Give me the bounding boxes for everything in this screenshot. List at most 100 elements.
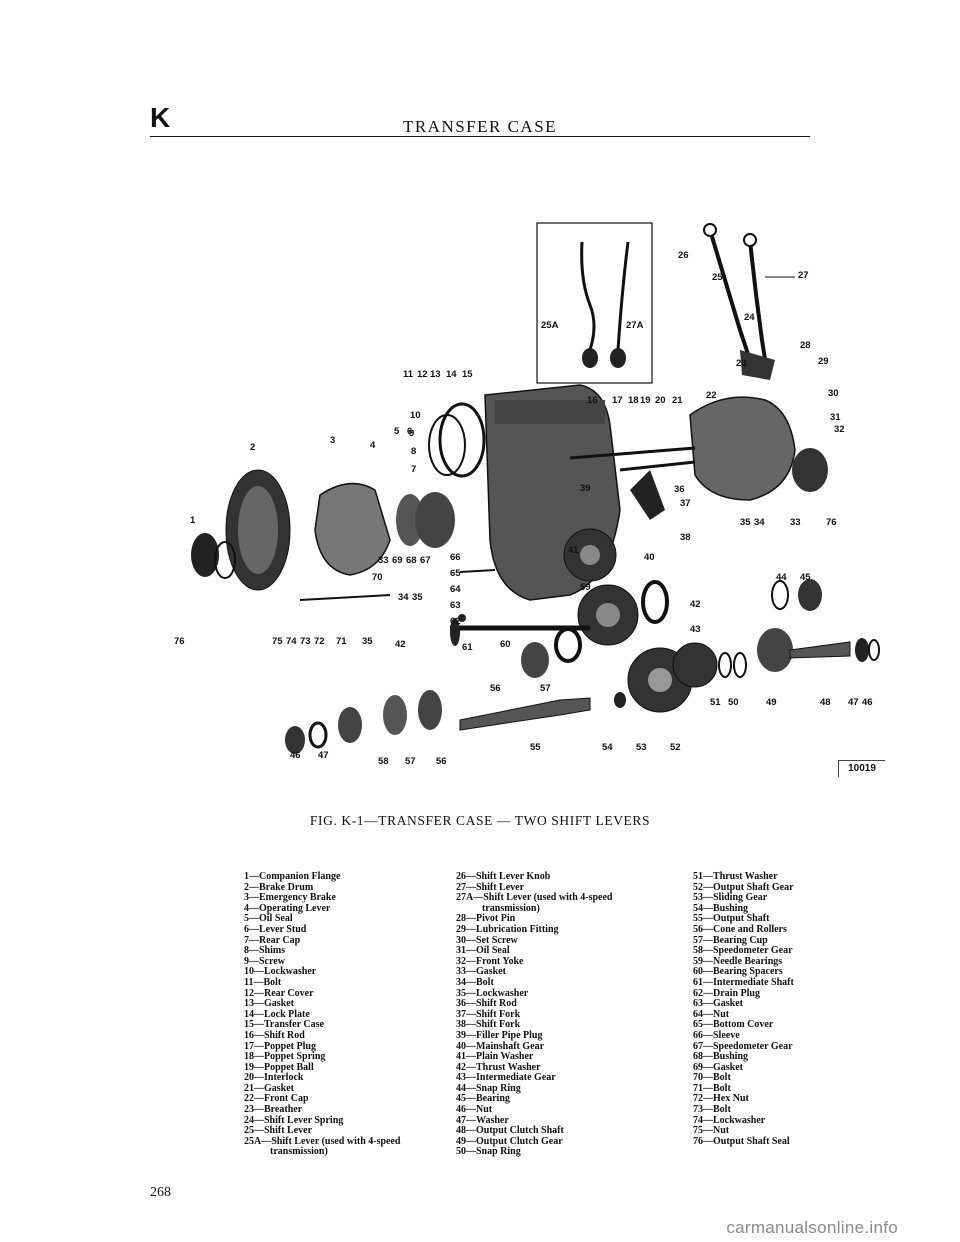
companion-flange xyxy=(191,533,219,577)
svg-text:61: 61 xyxy=(462,642,473,653)
svg-text:65: 65 xyxy=(450,568,461,579)
output-shaft-gear xyxy=(672,642,718,688)
output-clutch-gear xyxy=(757,628,793,672)
section-letter: K xyxy=(150,102,171,133)
svg-text:10: 10 xyxy=(410,410,421,421)
legend-item: 11—Bolt xyxy=(244,976,282,988)
legend-item: 14—Lock Plate xyxy=(244,1008,310,1020)
svg-text:44: 44 xyxy=(776,572,787,583)
svg-text:13: 13 xyxy=(430,369,441,380)
svg-text:6: 6 xyxy=(407,426,412,437)
legend-item: 37—Shift Fork xyxy=(456,1008,521,1020)
svg-text:76: 76 xyxy=(174,636,185,647)
svg-text:3: 3 xyxy=(330,435,335,446)
svg-text:58: 58 xyxy=(378,756,389,767)
shift-lever-knob xyxy=(743,233,757,247)
svg-text:11: 11 xyxy=(403,369,414,380)
shift-fork-37 xyxy=(630,470,665,520)
front-yoke xyxy=(792,448,828,492)
legend-item: 59—Needle Bearings xyxy=(693,955,783,967)
legend-item: 5—Oil Seal xyxy=(244,913,293,925)
legend-item: 8—Shims xyxy=(244,945,286,957)
legend-item: 55—Output Shaft xyxy=(693,913,770,925)
shift-lever-knob-26 xyxy=(703,223,717,237)
svg-text:69: 69 xyxy=(392,555,403,566)
svg-text:71: 71 xyxy=(336,636,347,647)
brake-drum-face xyxy=(238,486,278,574)
legend-item: 51—Thrust Washer xyxy=(693,871,778,882)
legend-item: 6—Lever Stud xyxy=(244,923,307,935)
legend-item: 2—Brake Drum xyxy=(244,881,314,893)
bearing-45 xyxy=(798,579,822,611)
emergency-brake xyxy=(314,482,391,576)
legend-item-continuation: transmission) xyxy=(482,902,540,914)
washer-47 xyxy=(868,639,880,661)
legend-item: 32—Front Yoke xyxy=(456,955,524,967)
legend-item: 1—Companion Flange xyxy=(244,871,341,882)
legend-item: 30—Set Screw xyxy=(456,934,518,946)
svg-text:51: 51 xyxy=(710,697,721,708)
site-watermark: carmanualsonline.info xyxy=(726,1218,898,1237)
legend-item: 44—Snap Ring xyxy=(456,1082,521,1094)
legend-item: 39—Filler Pipe Plug xyxy=(456,1029,543,1041)
svg-text:54: 54 xyxy=(602,742,613,753)
legend-item: 61—Intermediate Shaft xyxy=(693,976,794,988)
svg-text:35: 35 xyxy=(412,592,423,603)
svg-text:27: 27 xyxy=(798,270,809,281)
cone-and-rollers xyxy=(521,642,549,678)
legend-item: 74—Lockwasher xyxy=(693,1114,766,1126)
bolt-row xyxy=(299,594,391,601)
svg-text:56: 56 xyxy=(436,756,447,767)
svg-text:28: 28 xyxy=(800,340,811,351)
svg-text:17: 17 xyxy=(612,395,623,406)
nut-bolt xyxy=(459,569,496,573)
legend-item: 36—Shift Rod xyxy=(456,998,517,1010)
svg-text:19: 19 xyxy=(640,395,651,406)
svg-text:9: 9 xyxy=(409,428,414,439)
legend-item: 18—Poppet Spring xyxy=(244,1051,326,1063)
svg-text:42: 42 xyxy=(395,639,406,650)
svg-text:34: 34 xyxy=(398,592,409,603)
legend-item: 9—Screw xyxy=(244,955,285,967)
transfer-case-exploded-illustration: 26 25 27 25A 27A 24 28 29 23 30 31 32 22… xyxy=(174,222,880,767)
lock-plate xyxy=(428,414,466,476)
svg-text:18: 18 xyxy=(628,395,639,406)
cone-rollers-56 xyxy=(418,690,442,730)
figure-number: 10019 xyxy=(838,760,885,777)
svg-text:35: 35 xyxy=(740,517,751,528)
svg-text:1: 1 xyxy=(190,515,196,526)
svg-text:25: 25 xyxy=(712,272,723,283)
legend-item: 15—Transfer Case xyxy=(244,1019,324,1031)
legend-item: 28—Pivot Pin xyxy=(456,913,516,925)
housing-top-ribs xyxy=(495,400,605,424)
svg-text:55: 55 xyxy=(530,742,541,753)
svg-text:62: 62 xyxy=(450,616,461,627)
thrust-washer xyxy=(450,618,460,646)
legend-item: 70—Bolt xyxy=(693,1072,731,1084)
svg-text:53: 53 xyxy=(636,742,647,753)
legend-item: 25—Shift Lever xyxy=(244,1125,313,1137)
thrust-washer-51 xyxy=(733,652,747,678)
svg-text:38: 38 xyxy=(680,532,691,543)
legend-item: 62—Drain Plug xyxy=(693,987,760,999)
nut-bottom-46 xyxy=(285,726,305,754)
legend-item: 22—Front Cap xyxy=(244,1093,309,1105)
legend-item: 50—Snap Ring xyxy=(456,1146,521,1158)
legend-item: 21—Gasket xyxy=(244,1082,294,1094)
inset-shift-lever-25a xyxy=(580,241,596,351)
legend-item: 27—Shift Lever xyxy=(456,881,525,893)
rear-cap xyxy=(396,494,424,546)
svg-text:42: 42 xyxy=(690,599,701,610)
legend-column-2: 26—Shift Lever Knob 27—Shift Lever 27A—S… xyxy=(456,871,676,1158)
svg-text:4: 4 xyxy=(370,440,376,451)
legend-item: 75—Nut xyxy=(693,1125,730,1137)
legend-item: 35—Lockwasher xyxy=(456,987,529,999)
drain-plug xyxy=(458,614,466,622)
legend-item: 27A—Shift Lever (used with 4-speed xyxy=(456,892,613,904)
legend-item: 68—Bushing xyxy=(693,1051,749,1063)
legend-item: 40—Mainshaft Gear xyxy=(456,1040,545,1052)
thrust-washer-42 xyxy=(641,580,669,624)
legend-item: 13—Gasket xyxy=(244,998,294,1010)
svg-text:30: 30 xyxy=(828,388,839,399)
